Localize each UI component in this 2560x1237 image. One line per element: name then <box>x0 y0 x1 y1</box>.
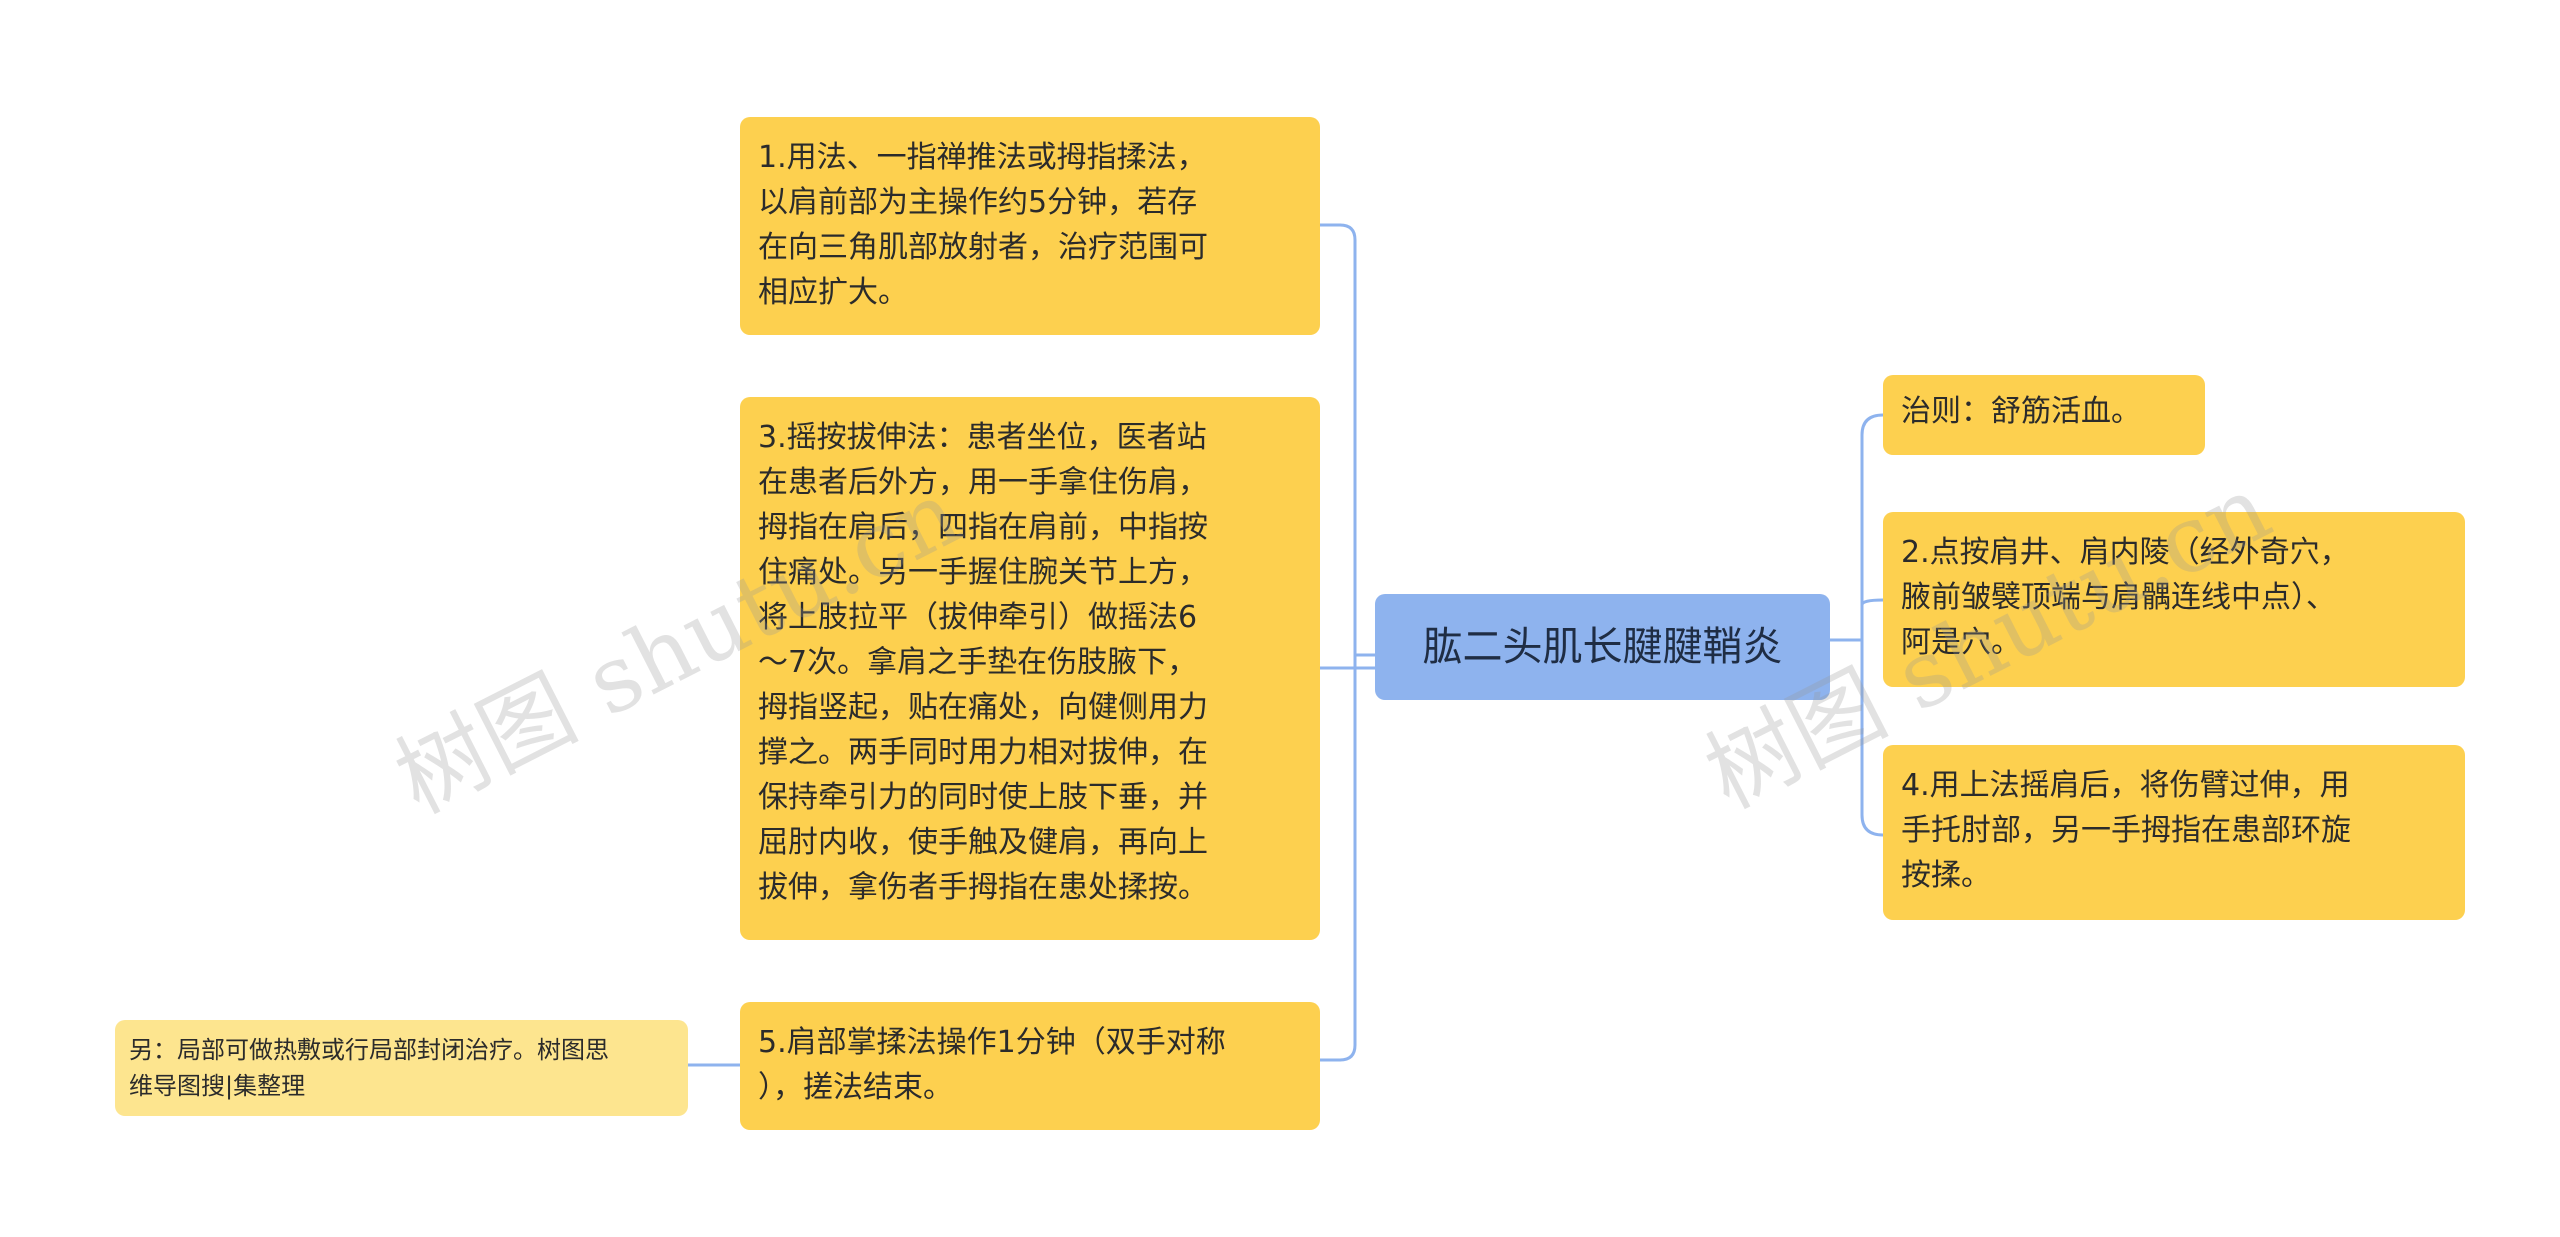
left-node-3[interactable]: 5.肩部掌揉法操作1分钟（双手对称 ），搓法结束。 <box>740 1002 1320 1130</box>
right-node-1[interactable]: 治则：舒筋活血。 <box>1883 375 2205 455</box>
right-node-3[interactable]: 4.用上法摇肩后，将伤臂过伸，用 手托肘部，另一手拇指在患部环旋 按揉。 <box>1883 745 2465 920</box>
connector-right-2 <box>1860 598 1885 607</box>
root-label: 肱二头肌长腱腱鞘炎 <box>1422 624 1783 670</box>
right-node-2[interactable]: 2.点按肩井、肩内陵（经外奇穴， 腋前皱襞顶端与肩髃连线中点）、 阿是穴。 <box>1883 512 2465 687</box>
left-node-1[interactable]: 1.用法、一指禅推法或拇指揉法， 以肩前部为主操作约5分钟，若存 在向三角肌部放… <box>740 117 1320 335</box>
left-node-2[interactable]: 3.摇按拔伸法：患者坐位，医者站 在患者后外方，用一手拿住伤肩， 拇指在肩后，四… <box>740 397 1320 940</box>
connector-right-trunk <box>1860 413 1885 837</box>
note-node[interactable]: 另：局部可做热敷或行局部封闭治疗。树图思 维导图搜|集整理 <box>115 1020 688 1116</box>
connector-root-left-trunk <box>1338 223 1377 1062</box>
root-node[interactable]: 肱二头肌长腱腱鞘炎 <box>1375 594 1830 700</box>
